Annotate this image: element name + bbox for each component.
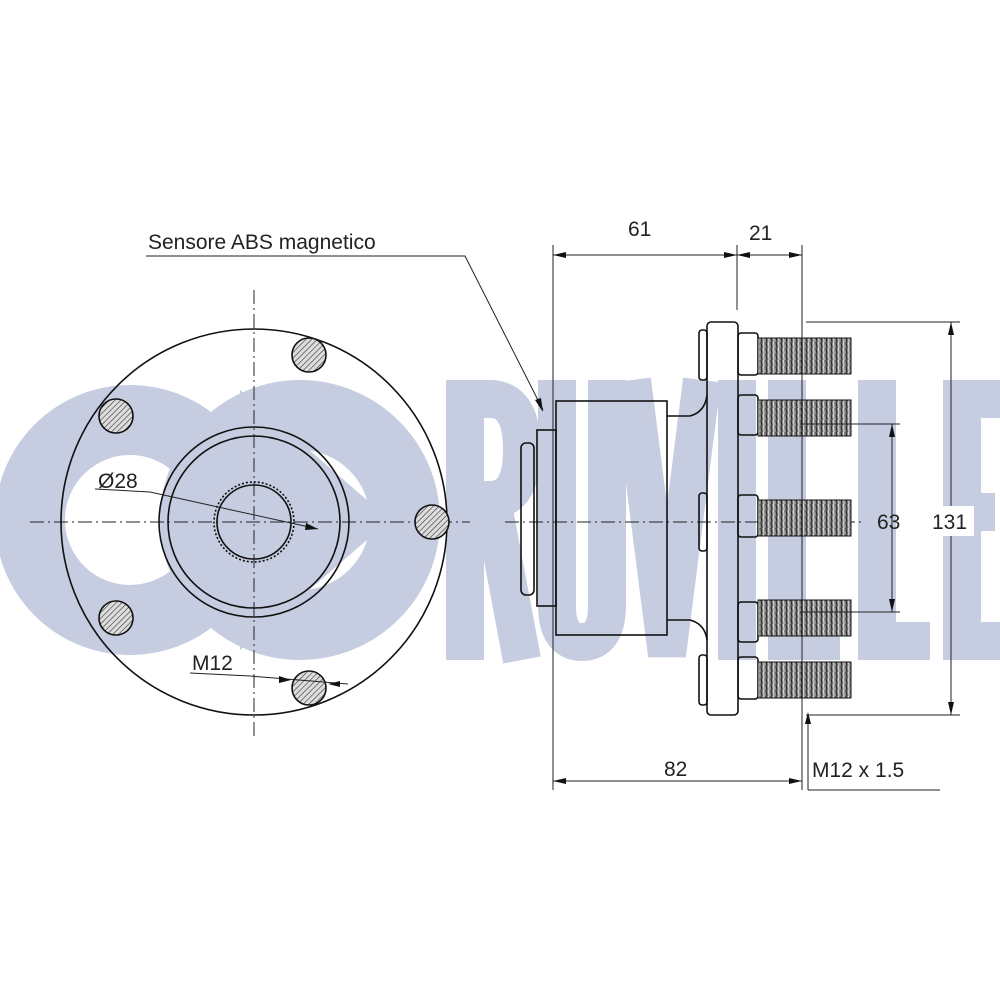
wheel-studs	[737, 332, 852, 700]
front-view: Ø28 M12	[30, 290, 470, 740]
abs-sensor-ring	[520, 442, 535, 596]
bearing-body	[555, 400, 668, 636]
bolt-size-label: M12	[192, 652, 233, 675]
stud-thread-label: M12 x 1.5	[812, 759, 904, 782]
spline-bore	[213, 481, 295, 563]
bore-diameter-label: Ø28	[98, 470, 138, 493]
dim-131: 131	[932, 511, 967, 534]
callout-label: Sensore ABS magnetico	[148, 231, 376, 254]
abs-sensor-callout: Sensore ABS magnetico	[146, 231, 544, 412]
watermark-lettering	[446, 377, 1000, 664]
dim-21: 21	[749, 222, 772, 245]
side-view: 61 21 82 M12 x 1.5 63 131	[505, 218, 974, 791]
dim-82: 82	[664, 758, 687, 781]
dim-61: 61	[628, 218, 651, 241]
dim-63: 63	[877, 511, 900, 534]
ruville-watermark-logo	[0, 377, 1000, 664]
bolt-holes	[98, 337, 450, 706]
